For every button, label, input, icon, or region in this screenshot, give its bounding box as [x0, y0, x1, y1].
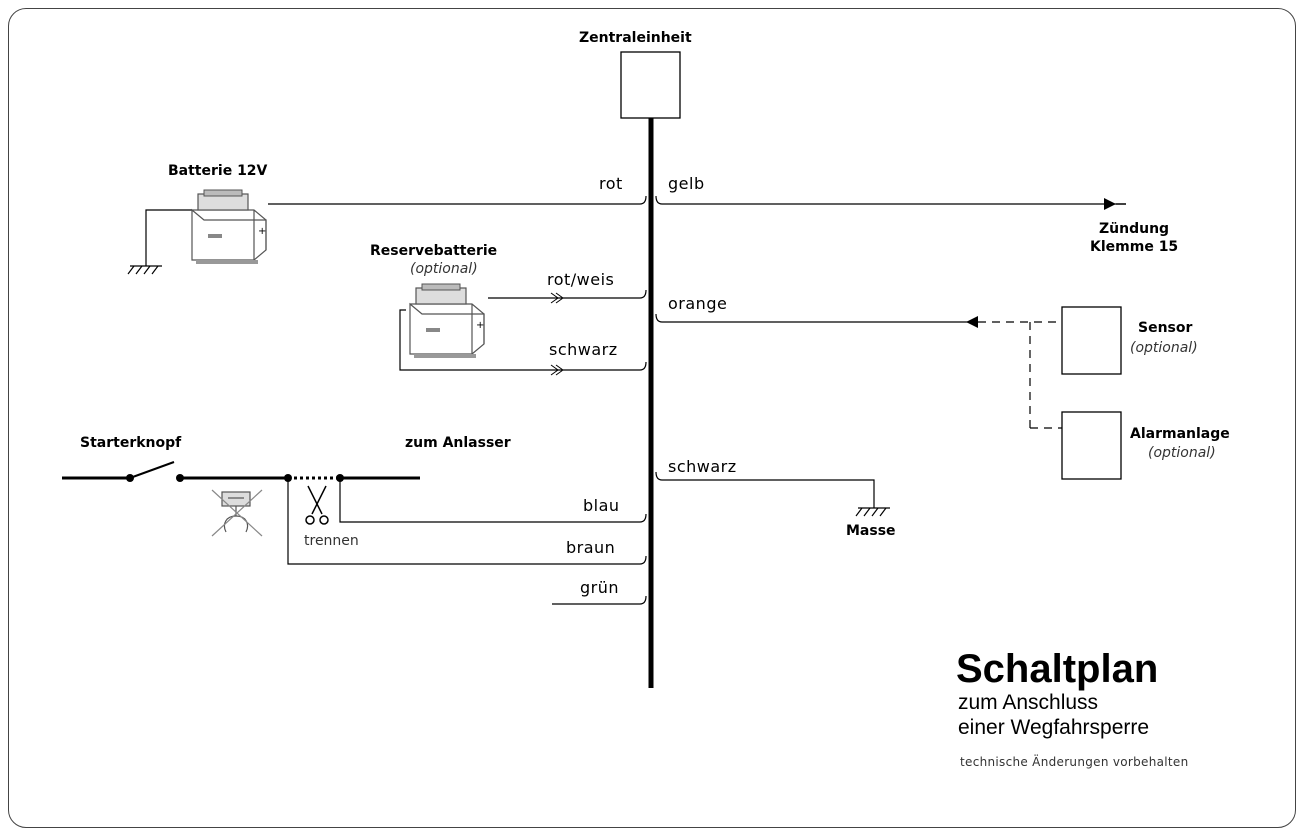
wire-braun [287, 478, 647, 565]
wire-label-gelb: gelb [668, 174, 705, 193]
battery-label: Batterie 12V [168, 163, 268, 179]
sensor-optional: (optional) [1130, 340, 1198, 356]
reserve-battery-optional: (optional) [410, 261, 478, 277]
wire-label-gruen: grün [580, 578, 620, 597]
no-engine-icon [211, 489, 263, 537]
to-starter-label: zum Anlasser [405, 435, 511, 451]
wire-schwarz-left [563, 361, 647, 371]
subtitle-line2: einer Wegfahrsperre [958, 716, 1150, 739]
cut-label: trennen [304, 533, 359, 549]
wire-blau [339, 478, 647, 523]
subtitle-line1: zum Anschluss [958, 691, 1099, 714]
wire-gruen [552, 595, 647, 605]
central-unit-label: Zentraleinheit [579, 30, 692, 46]
reserve-battery-icon [409, 283, 485, 359]
wire-label-orange: orange [668, 294, 728, 313]
ground-label: Masse [846, 523, 896, 539]
wire-schwarz-right [655, 471, 875, 508]
alarm-label: Alarmanlage [1130, 426, 1230, 442]
wire-rot-weis [563, 289, 647, 299]
scissors-icon [305, 485, 329, 525]
switch-icon [62, 461, 184, 482]
wire-label-braun: braun [566, 538, 616, 557]
alarm-optional: (optional) [1148, 445, 1216, 461]
ignition-label-line1: Zündung [1099, 221, 1170, 237]
ground-symbol [127, 265, 162, 275]
disclaimer-note: technische Änderungen vorbehalten [960, 755, 1189, 769]
wire-orange [655, 313, 968, 323]
wire-label-schwarz-left: schwarz [549, 340, 618, 359]
wire-gelb [655, 195, 1116, 205]
sensor-label: Sensor [1138, 320, 1193, 336]
central-unit-box [620, 51, 681, 119]
sensor-box [1061, 306, 1122, 375]
title: Schaltplan [956, 647, 1159, 691]
ignition-label-line2: Klemme 15 [1090, 239, 1179, 255]
alarm-box [1061, 411, 1122, 480]
wire-label-schwarz-right: schwarz [668, 457, 737, 476]
wire-label-blau: blau [583, 496, 620, 515]
wire-label-rot: rot [599, 174, 623, 193]
battery-icon [191, 189, 267, 265]
starter-button-label: Starterknopf [80, 435, 182, 451]
wire-label-rot-weis: rot/weis [547, 270, 615, 289]
reserve-battery-label: Reservebatterie [370, 243, 498, 259]
ground-symbol-masse [855, 507, 890, 517]
